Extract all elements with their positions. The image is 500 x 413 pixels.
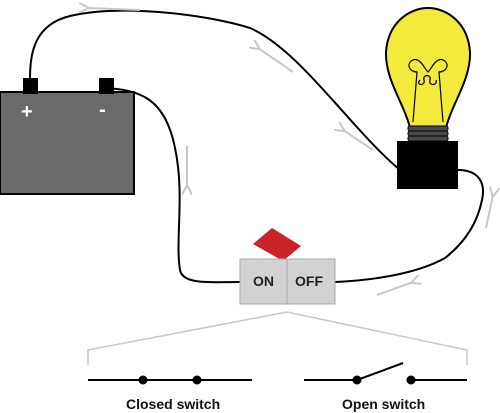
closed-switch-caption: Closed switch (126, 396, 221, 412)
open-switch-lever (356, 362, 404, 381)
switch-on-label: ON (253, 273, 274, 289)
arrow-icon (258, 48, 294, 73)
closed-switch-contact (192, 375, 202, 385)
bulb-base (397, 141, 458, 189)
legend-bracket (87, 311, 468, 365)
rocker-switch (239, 228, 336, 305)
open-switch-contact (406, 375, 416, 385)
battery-positive-label: + (21, 101, 33, 123)
wire-switch-to-bulb (334, 169, 484, 283)
open-switch-symbol (304, 362, 467, 385)
bulb-glass (384, 6, 472, 129)
bulb-filament (408, 58, 448, 123)
wire-battery-to-switch (104, 87, 241, 284)
arrow-icon (485, 195, 493, 229)
battery-negative-terminal (99, 78, 114, 94)
light-bulb (384, 6, 472, 189)
arrow-icon (87, 8, 141, 10)
battery (0, 78, 135, 195)
wire-top (29, 9, 401, 171)
switch-off-label: OFF (295, 273, 323, 289)
wires (29, 9, 484, 284)
current-arrows (87, 8, 493, 296)
battery-negative-label: - (99, 99, 106, 121)
bulb-filament-loops (418, 74, 437, 86)
battery-positive-terminal (23, 78, 38, 94)
bulb-screw-neck (407, 125, 449, 142)
arrow-icon (343, 130, 374, 151)
open-switch-contact (352, 375, 362, 385)
closed-switch-symbol (88, 375, 252, 385)
switch-lever (253, 228, 301, 261)
open-switch-caption: Open switch (342, 396, 426, 412)
arrow-icon (376, 282, 413, 296)
battery-body (0, 91, 135, 195)
closed-switch-contact (138, 375, 148, 385)
